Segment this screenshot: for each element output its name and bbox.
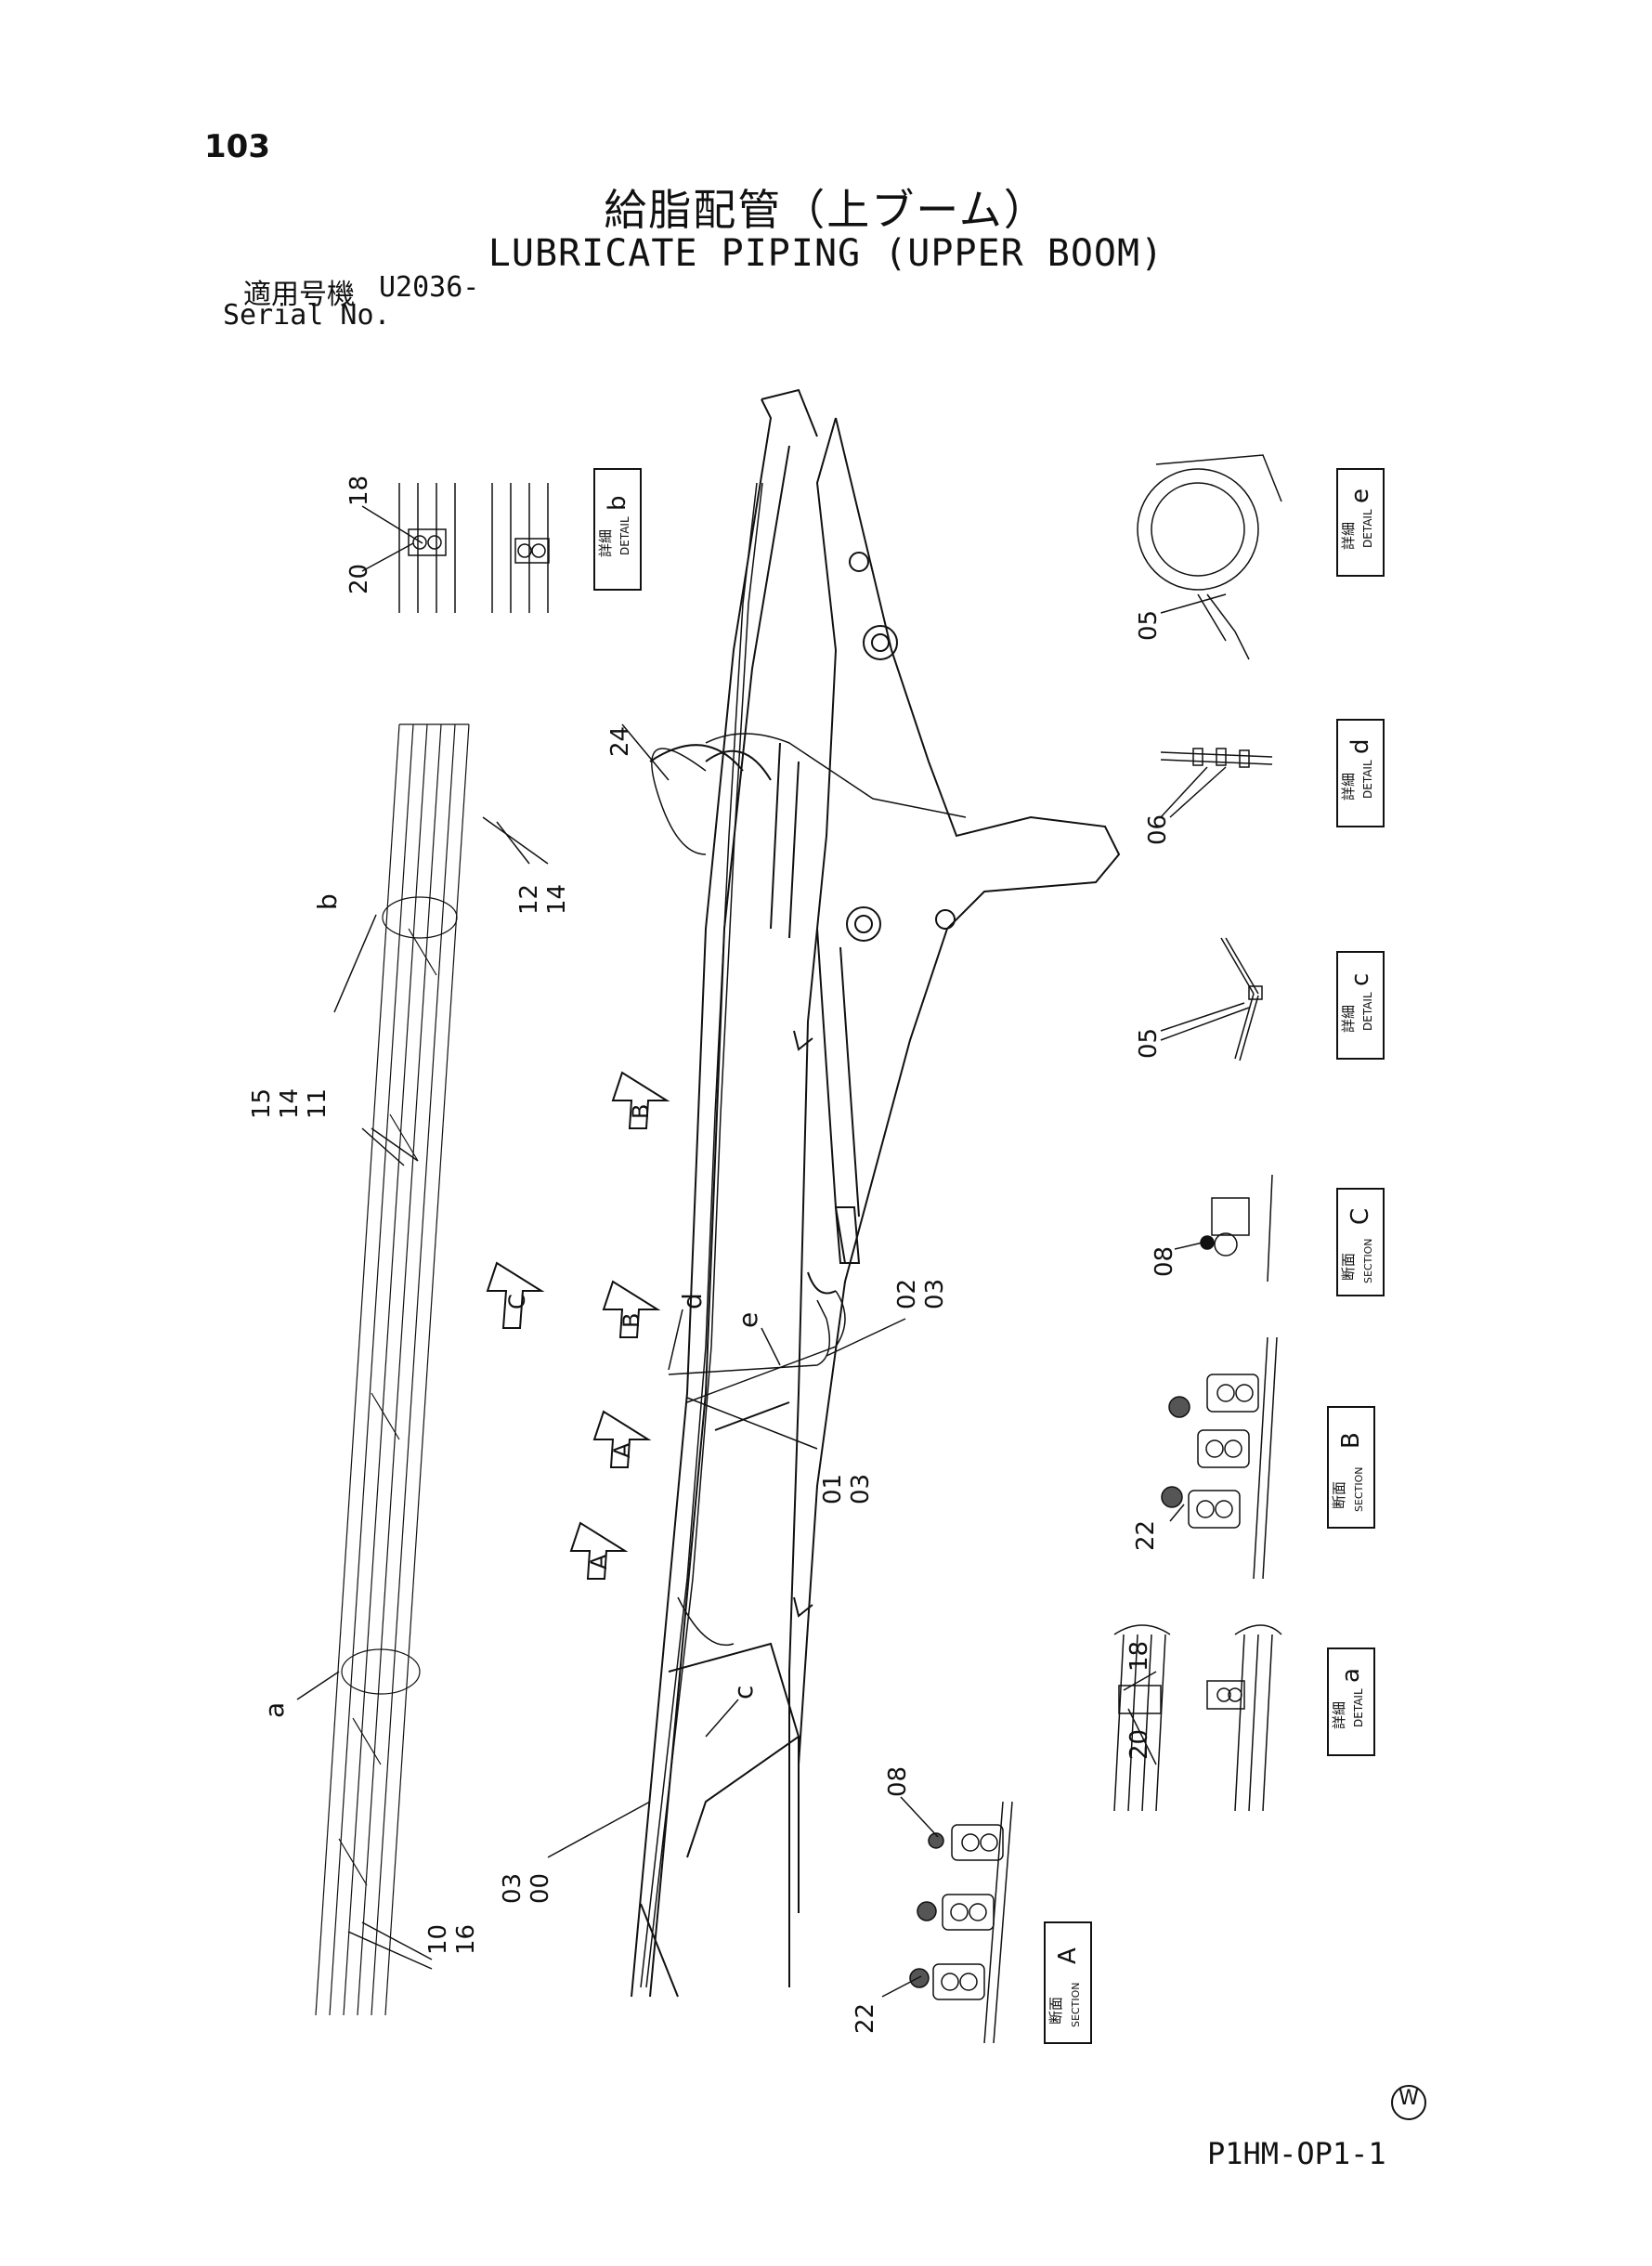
callout-20-top: 20 — [345, 564, 373, 594]
letter-e: e — [733, 1312, 763, 1328]
svg-text:詳細: 詳細 — [1331, 1701, 1347, 1729]
section-b-drawing — [1161, 1336, 1278, 1580]
svg-text:断面: 断面 — [1331, 1481, 1347, 1509]
reference-letters: b a c d e C B B A A — [259, 893, 763, 1718]
svg-text:DETAIL: DETAIL — [1361, 992, 1374, 1031]
callout-20-a: 20 — [1125, 1729, 1153, 1760]
callout-05-c: 05 — [1135, 1028, 1163, 1059]
callout-22-b: 22 — [1132, 1520, 1160, 1551]
boom-grease-hoses — [640, 482, 967, 1988]
arrow-label-a1: A — [609, 1442, 635, 1458]
svg-text:C: C — [1346, 1208, 1374, 1225]
callout-00: 00 — [527, 1873, 554, 1904]
callout-10: 10 — [424, 1924, 452, 1955]
svg-text:A: A — [1054, 1947, 1082, 1964]
svg-text:DETAIL: DETAIL — [1352, 1688, 1365, 1727]
letter-a: a — [259, 1702, 290, 1718]
callout-02: 02 — [893, 1279, 921, 1309]
callout-11: 11 — [304, 1088, 332, 1119]
callout-18-a: 18 — [1125, 1641, 1153, 1672]
detail-b-drawing — [398, 483, 550, 613]
panel-boxes — [593, 468, 1385, 2044]
letter-d: d — [677, 1293, 708, 1309]
svg-text:詳細: 詳細 — [1340, 773, 1357, 801]
leader-lines — [296, 505, 1250, 1998]
panel-section-a: 断面 SECTION A — [1047, 1947, 1082, 2027]
serial-label-japanese: 適用号機 — [243, 279, 355, 311]
svg-text:DETAIL: DETAIL — [618, 516, 631, 555]
page-number: 103 — [204, 128, 270, 165]
callout-16: 16 — [452, 1924, 480, 1955]
arrow-label-c: C — [504, 1294, 530, 1309]
detail-e-drawing — [1137, 454, 1282, 660]
svg-text:a: a — [1337, 1668, 1365, 1683]
svg-text:d: d — [1346, 738, 1374, 754]
callout-01: 01 — [819, 1474, 847, 1504]
arrow-label-b1: B — [628, 1104, 654, 1119]
svg-text:詳細: 詳細 — [1340, 1005, 1357, 1033]
title-english: LUBRICATE PIPING (UPPER BOOM) — [488, 232, 1164, 275]
svg-text:詳細: 詳細 — [597, 529, 614, 557]
title-japanese: 給脂配管（上ブーム） — [604, 185, 1048, 235]
section-c-drawing — [1200, 1174, 1273, 1283]
callout-05-e: 05 — [1135, 610, 1163, 641]
callout-06: 06 — [1144, 814, 1172, 845]
svg-text:断面: 断面 — [1340, 1253, 1357, 1281]
callout-03-a: 03 — [921, 1279, 949, 1309]
arrow-label-b2: B — [618, 1313, 644, 1328]
callout-24: 24 — [606, 726, 634, 757]
document-code: P1HM-OP1-1 — [1207, 2136, 1386, 2171]
serial-value: U2036- — [379, 271, 480, 304]
panel-detail-c: 詳細 DETAIL c — [1340, 973, 1374, 1033]
callout-numbers: 18 20 24 12 14 15 14 11 05 06 05 08 02 0… — [248, 475, 1178, 2034]
callout-18-top: 18 — [345, 475, 373, 506]
letter-c: c — [728, 1686, 759, 1700]
callout-22-a: 22 — [852, 2003, 879, 2034]
svg-text:e: e — [1346, 488, 1374, 503]
svg-text:DETAIL: DETAIL — [1361, 760, 1374, 799]
detail-c-drawing — [1220, 937, 1263, 1061]
section-a-drawing — [909, 1801, 1013, 2044]
callout-15: 15 — [248, 1088, 276, 1119]
detail-a-drawing — [1113, 1624, 1282, 1812]
callout-08-c: 08 — [1151, 1246, 1178, 1277]
svg-text:SECTION: SECTION — [1362, 1239, 1374, 1283]
panel-detail-e: 詳細 DETAIL e — [1340, 488, 1374, 550]
w-circle-mark: W — [1391, 2085, 1426, 2120]
svg-text:B: B — [1337, 1432, 1365, 1449]
upper-boom-body — [631, 388, 1121, 1998]
svg-text:詳細: 詳細 — [1340, 522, 1357, 550]
svg-text:SECTION: SECTION — [1070, 1983, 1082, 2027]
svg-text:DETAIL: DETAIL — [1361, 509, 1374, 548]
serial-label-english: Serial No. — [223, 299, 391, 332]
panel-detail-a: 詳細 DETAIL a — [1331, 1668, 1365, 1729]
callout-14-top: 14 — [543, 884, 571, 915]
callout-03-b: 03 — [847, 1474, 875, 1504]
panel-detail-d: 詳細 DETAIL d — [1340, 738, 1374, 801]
svg-text:c: c — [1346, 973, 1374, 986]
callout-14-mid: 14 — [276, 1088, 304, 1119]
hose-bundle — [315, 723, 470, 2016]
callout-12: 12 — [515, 884, 543, 915]
view-arrows — [486, 1071, 670, 1580]
callout-08-a: 08 — [884, 1766, 912, 1797]
callout-03-c: 03 — [499, 1873, 527, 1904]
letter-b: b — [312, 893, 343, 910]
svg-text:SECTION: SECTION — [1353, 1467, 1365, 1512]
svg-text:b: b — [604, 495, 631, 511]
svg-text:断面: 断面 — [1047, 1997, 1064, 2025]
arrow-label-a2: A — [586, 1554, 612, 1569]
panel-detail-b: 詳細 DETAIL b — [597, 495, 631, 557]
detail-d-drawing — [1160, 748, 1273, 768]
panel-section-b: 断面 SECTION B — [1331, 1432, 1365, 1512]
panel-section-c: 断面 SECTION C — [1340, 1208, 1374, 1283]
